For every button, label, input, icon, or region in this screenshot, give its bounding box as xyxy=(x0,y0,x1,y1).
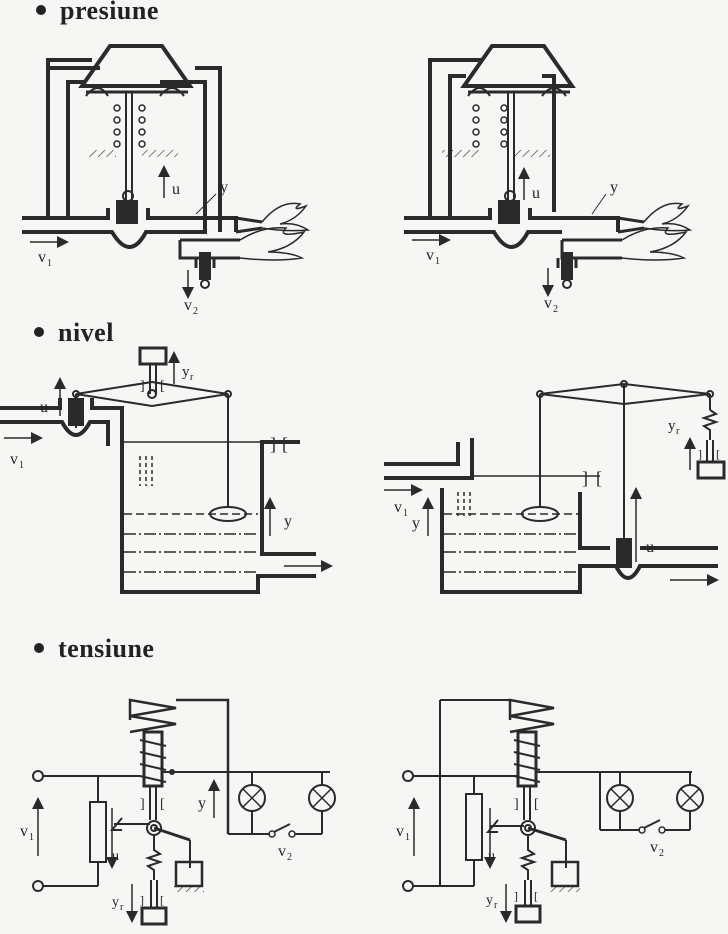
svg-text:v: v xyxy=(396,823,404,840)
weight-icon xyxy=(140,906,168,926)
svg-text:1: 1 xyxy=(29,832,34,843)
svg-text:1: 1 xyxy=(405,832,410,843)
switch-icon xyxy=(638,826,646,834)
valve-plug xyxy=(116,200,138,224)
svg-text:v: v xyxy=(20,823,28,840)
svg-text:v: v xyxy=(650,839,658,856)
heading-presiune: presiune xyxy=(36,0,159,26)
svg-text:r: r xyxy=(120,902,124,913)
weight-icon xyxy=(696,460,726,480)
svg-text:1: 1 xyxy=(435,256,440,267)
bullet-icon xyxy=(34,327,44,338)
terminal-icon xyxy=(32,770,44,782)
svg-text:]: ] xyxy=(514,889,518,903)
flame-icon xyxy=(621,227,688,261)
svg-text:]: ] xyxy=(514,797,519,812)
svg-text:]: ] xyxy=(582,468,588,488)
svg-text:y: y xyxy=(198,795,206,812)
spring-icon xyxy=(472,104,508,148)
svg-text:v: v xyxy=(544,295,552,312)
heading-presiune-text: presiune xyxy=(60,0,159,25)
weight-icon xyxy=(138,346,168,366)
voltage-regulator-left: v 1 u ] [ ] [ y r y xyxy=(20,698,336,926)
pressure-regulator-left: v 1 u y v 2 xyxy=(22,44,311,317)
svg-text:r: r xyxy=(190,372,194,383)
terminal-icon xyxy=(402,770,414,782)
svg-text:[: [ xyxy=(534,797,539,812)
spring-icon xyxy=(113,104,146,148)
svg-text:]: ] xyxy=(140,797,145,812)
svg-text:]: ] xyxy=(140,379,145,394)
rheostat xyxy=(465,793,483,861)
flame-icon xyxy=(261,202,311,232)
svg-text:v: v xyxy=(278,843,286,860)
svg-text:1: 1 xyxy=(19,460,24,471)
svg-text:[: [ xyxy=(160,893,164,907)
bullet-icon xyxy=(36,5,46,16)
svg-text:1: 1 xyxy=(403,508,408,519)
terminal-icon xyxy=(402,880,414,892)
ground-hatch xyxy=(142,150,178,157)
switch-icon xyxy=(268,830,276,838)
flame-icon xyxy=(643,202,693,232)
heading-tensiune: tensiune xyxy=(34,634,154,664)
bullet-icon xyxy=(34,643,44,654)
svg-text:2: 2 xyxy=(659,848,664,859)
svg-text:1: 1 xyxy=(47,258,52,269)
svg-text:r: r xyxy=(494,900,498,911)
svg-text:v: v xyxy=(426,247,434,264)
svg-text:r: r xyxy=(676,426,680,437)
level-regulator-right: v 1 ] [ ] [ y r u y xyxy=(384,380,726,594)
svg-text:y: y xyxy=(112,895,119,910)
label-v1: v xyxy=(38,249,46,266)
level-regulator-left: ] [ y r u v 1 ] [ xyxy=(0,346,333,594)
pressure-regulator-right: v 1 u y v 2 xyxy=(404,44,693,315)
svg-text:u: u xyxy=(40,399,48,416)
terminal-icon xyxy=(32,880,44,892)
ground-hatch xyxy=(88,150,116,157)
svg-text:y: y xyxy=(284,513,292,530)
svg-text:[: [ xyxy=(160,379,165,394)
label-u: u xyxy=(172,181,180,198)
heading-nivel: nivel xyxy=(34,318,114,348)
weight-icon xyxy=(514,904,542,924)
svg-text:u: u xyxy=(488,849,495,864)
svg-text:u: u xyxy=(532,185,540,202)
voltage-regulator-right: v 1 u ] [ ] [ y r xyxy=(396,698,704,924)
svg-text:u: u xyxy=(112,849,119,864)
svg-text:]: ] xyxy=(698,447,702,461)
svg-text:u: u xyxy=(646,539,654,556)
rheostat xyxy=(89,801,107,863)
svg-text:v: v xyxy=(394,499,402,516)
heading-tensiune-text: tensiune xyxy=(58,634,155,663)
svg-text:y: y xyxy=(412,515,420,532)
label-v2: v xyxy=(184,297,192,314)
svg-text:2: 2 xyxy=(553,304,558,315)
svg-text:2: 2 xyxy=(287,852,292,863)
svg-text:2: 2 xyxy=(193,306,198,317)
svg-text:[: [ xyxy=(534,889,538,903)
heading-nivel-text: nivel xyxy=(58,318,114,347)
svg-text:[: [ xyxy=(160,797,165,812)
svg-text:[: [ xyxy=(716,447,720,461)
svg-text:y: y xyxy=(610,179,618,196)
label-y: y xyxy=(220,179,228,196)
svg-text:y: y xyxy=(668,418,676,434)
svg-text:y: y xyxy=(486,893,493,908)
svg-text:v: v xyxy=(10,451,18,468)
flame-icon xyxy=(239,227,306,261)
svg-text:y: y xyxy=(182,364,190,380)
svg-text:[: [ xyxy=(596,468,602,488)
svg-text:]: ] xyxy=(140,893,144,907)
